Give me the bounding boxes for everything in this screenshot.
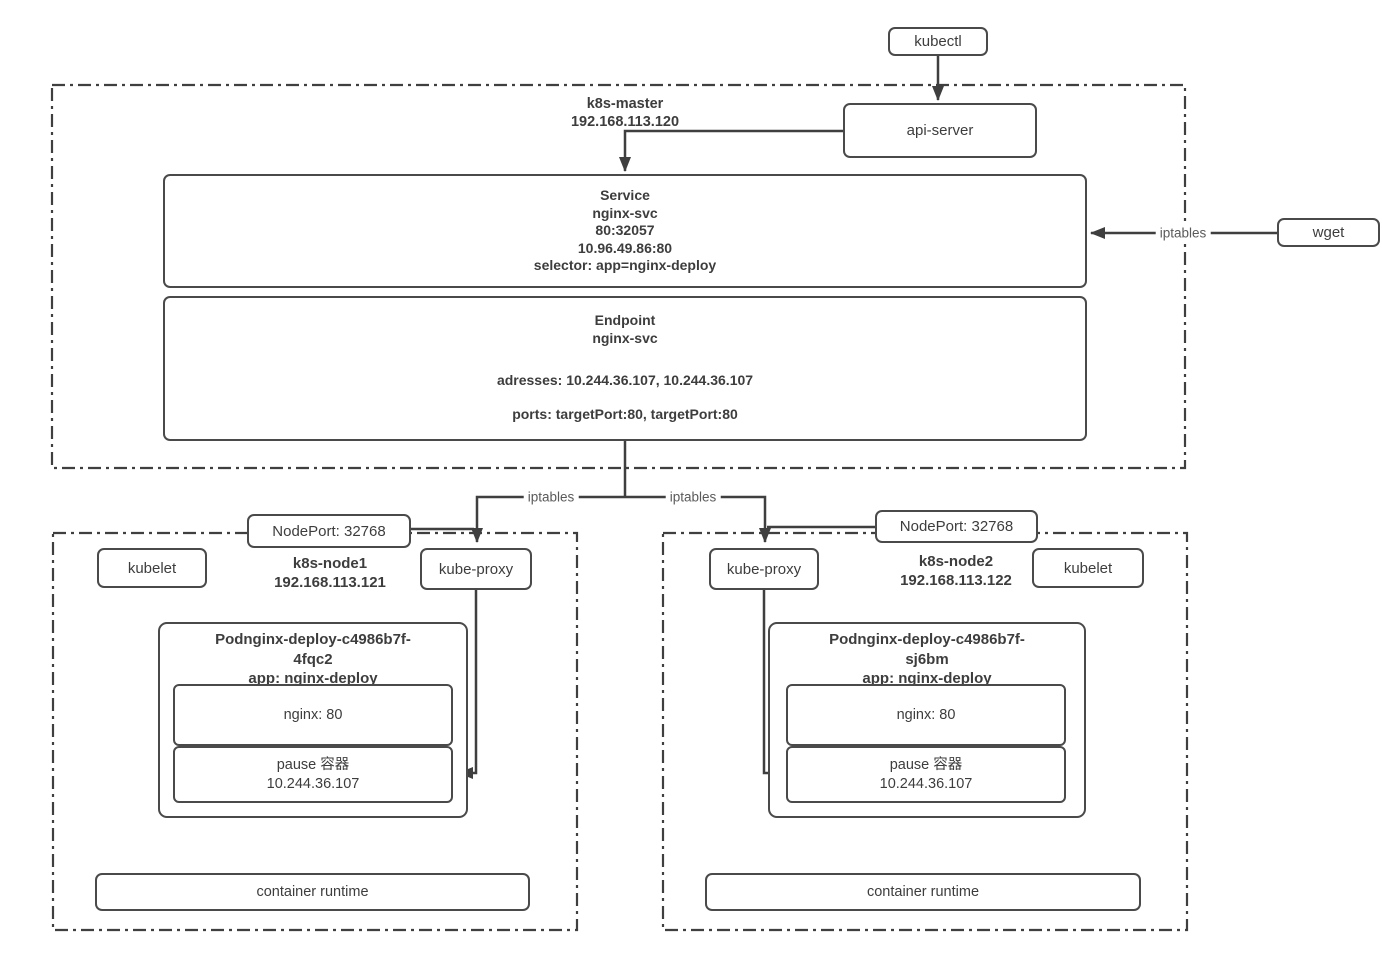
node1-kube-proxy-box: kube-proxy bbox=[420, 548, 532, 590]
node2-container-runtime-label: container runtime bbox=[866, 884, 980, 900]
master-boundary bbox=[50, 83, 1187, 470]
node2-container-runtime-box: container runtime bbox=[705, 873, 1141, 911]
api-server-label: api-server bbox=[906, 122, 974, 139]
service-port-mapping: 80:32057 bbox=[595, 222, 655, 238]
endpoint-name: nginx-svc bbox=[592, 330, 658, 346]
node2-kubelet-label: kubelet bbox=[1063, 559, 1113, 577]
node1-ip: 192.168.113.121 bbox=[274, 574, 386, 591]
service-box: Service nginx-svc 80:32057 10.96.49.86:8… bbox=[163, 174, 1087, 288]
service-selector: selector: app=nginx-deploy bbox=[533, 257, 717, 273]
api-server-box: api-server bbox=[843, 103, 1037, 158]
node2-name: k8s-node2 bbox=[918, 553, 994, 570]
node1-nodeport-label: NodePort: 32768 bbox=[272, 522, 386, 540]
iptables-label-wget: iptables bbox=[1155, 225, 1211, 241]
master-title: k8s-master 192.168.113.120 bbox=[525, 95, 725, 131]
node2-pod-title-1: Podnginx-deploy-c4986b7f- bbox=[829, 631, 1025, 648]
node2-kube-proxy-label: kube-proxy bbox=[726, 560, 802, 578]
node2-pause-title: pause 容器 bbox=[889, 756, 963, 773]
node1-pause-container-box: pause 容器 10.244.36.107 bbox=[173, 746, 453, 803]
endpoint-ports: ports: targetPort:80, targetPort:80 bbox=[512, 406, 738, 422]
node2-nginx-container-box: nginx: 80 bbox=[786, 684, 1066, 746]
node2-kubelet-box: kubelet bbox=[1032, 548, 1144, 588]
node1-name: k8s-node1 bbox=[292, 555, 368, 572]
wget-label: wget bbox=[1312, 224, 1345, 241]
master-ip: 192.168.113.120 bbox=[570, 114, 680, 130]
edge-apiserver-service bbox=[619, 129, 843, 172]
node2-pod-title-2: sj6bm bbox=[905, 650, 949, 668]
service-title: Service bbox=[600, 187, 650, 203]
node1-pod-title-3: app: nginx-deploy bbox=[248, 670, 378, 687]
node1-pod-title-1: Podnginx-deploy-c4986b7f- bbox=[215, 631, 411, 648]
service-cluster-ip: 10.96.49.86:80 bbox=[577, 239, 673, 256]
endpoint-box: Endpoint nginx-svc adresses: 10.244.36.1… bbox=[163, 296, 1087, 441]
node2-ip: 192.168.113.122 bbox=[900, 572, 1012, 589]
node1-nodeport-box: NodePort: 32768 bbox=[247, 514, 411, 548]
kubectl-box: kubectl bbox=[888, 27, 988, 56]
node1-title: k8s-node1 192.168.113.121 bbox=[230, 554, 430, 592]
node1-nginx-container-box: nginx: 80 bbox=[173, 684, 453, 746]
node1-kubelet-box: kubelet bbox=[97, 548, 207, 588]
node1-nginx-label: nginx: 80 bbox=[283, 706, 343, 723]
node2-nodeport-box: NodePort: 32768 bbox=[875, 510, 1038, 543]
iptables-label-node2: iptables bbox=[665, 489, 721, 505]
service-name: nginx-svc bbox=[592, 204, 658, 221]
node1-pod-title-2: 4fqc2 bbox=[293, 650, 333, 668]
node1-pause-ip: 10.244.36.107 bbox=[266, 775, 360, 792]
endpoint-addresses: adresses: 10.244.36.107, 10.244.36.107 bbox=[496, 372, 754, 388]
node2-pause-container-box: pause 容器 10.244.36.107 bbox=[786, 746, 1066, 803]
wget-box: wget bbox=[1277, 218, 1380, 247]
node2-nodeport-label: NodePort: 32768 bbox=[899, 518, 1014, 535]
node2-kube-proxy-box: kube-proxy bbox=[709, 548, 819, 590]
node1-container-runtime-box: container runtime bbox=[95, 873, 530, 911]
node2-pause-ip: 10.244.36.107 bbox=[879, 775, 973, 792]
master-name: k8s-master bbox=[586, 96, 664, 112]
iptables-label-node1: iptables bbox=[523, 489, 579, 505]
node2-nginx-label: nginx: 80 bbox=[896, 706, 956, 723]
node1-container-runtime-label: container runtime bbox=[256, 884, 369, 900]
endpoint-title: Endpoint bbox=[594, 312, 656, 328]
node2-pod-title-3: app: nginx-deploy bbox=[862, 670, 992, 687]
kubectl-label: kubectl bbox=[914, 33, 962, 50]
node2-title: k8s-node2 192.168.113.122 bbox=[856, 552, 1056, 590]
node1-pause-title: pause 容器 bbox=[276, 756, 350, 773]
node1-kubelet-label: kubelet bbox=[127, 559, 177, 577]
node1-kube-proxy-label: kube-proxy bbox=[438, 560, 514, 578]
